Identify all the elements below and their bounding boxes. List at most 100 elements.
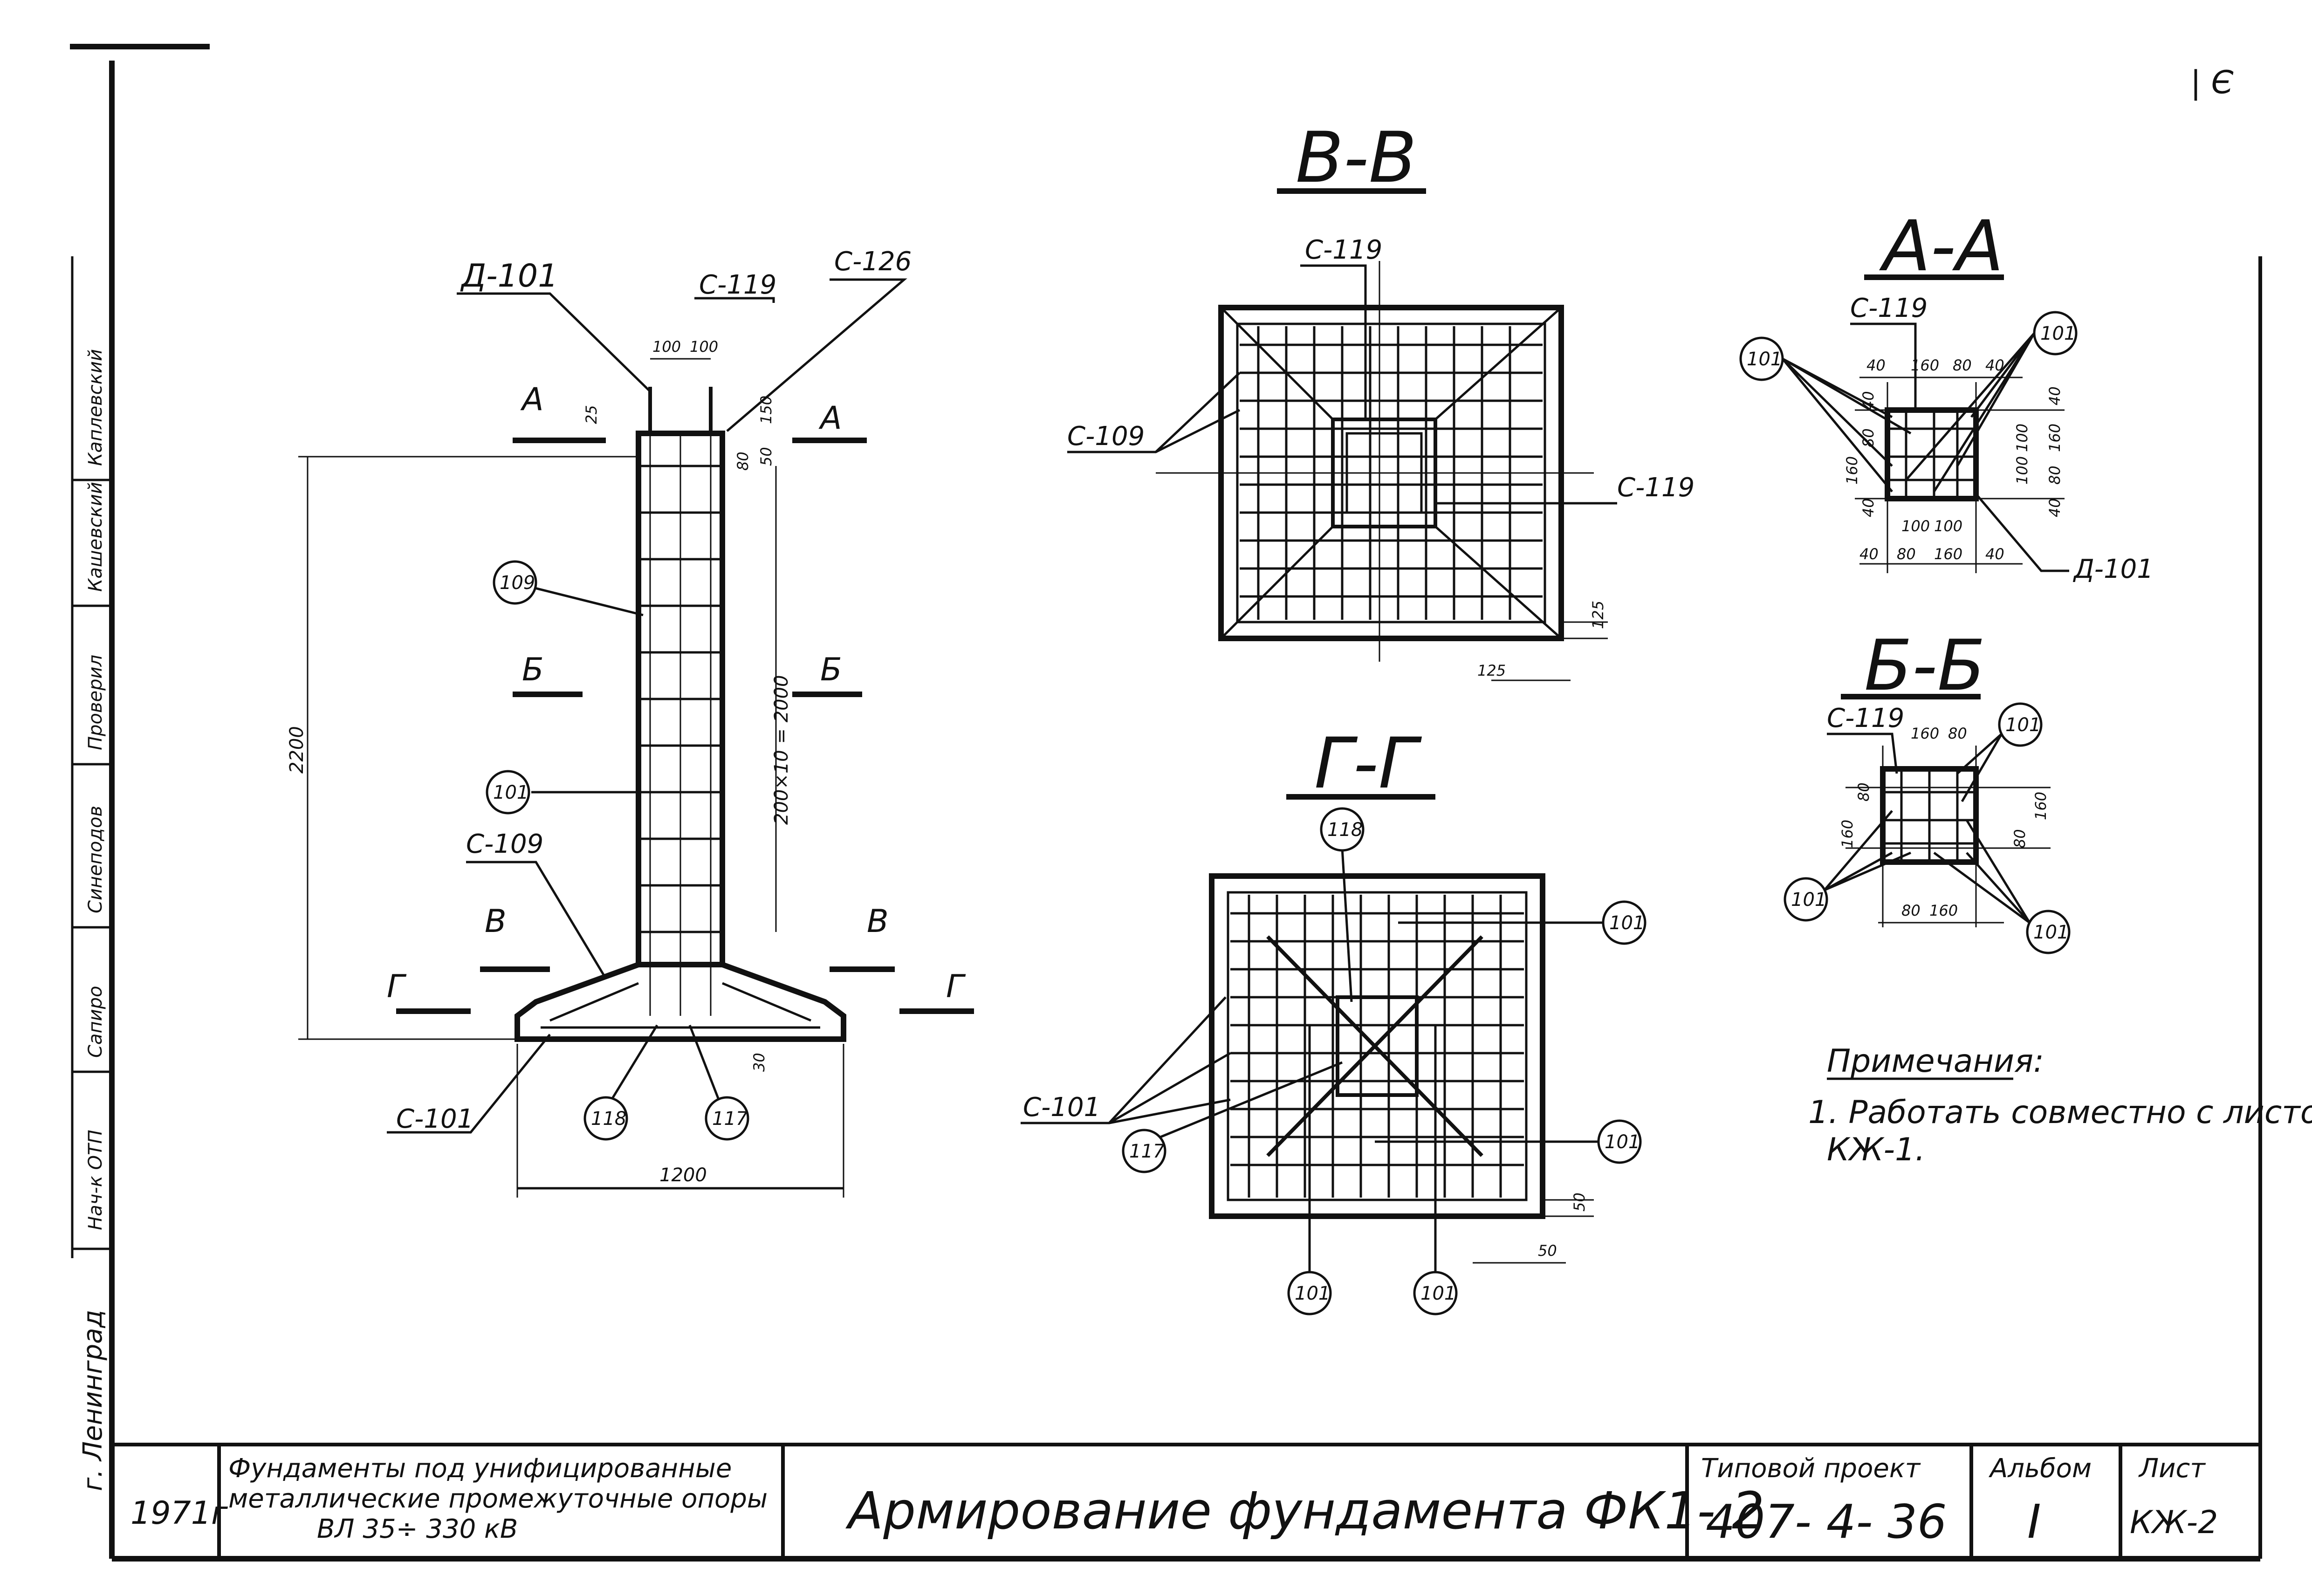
gg-bubble-118: 118	[1327, 819, 1363, 841]
cut-label-b-right: Б	[820, 651, 842, 688]
bb-bubble-101-right: 101	[2033, 922, 2069, 943]
vv-dim-125-right: 125	[1589, 601, 1607, 629]
cut-label-g-right: Г	[946, 968, 966, 1005]
aa-bottom-dim-3: 160	[1934, 545, 1962, 563]
gg-label-c101: С-101	[1023, 1092, 1100, 1123]
cut-label-b-left: Б	[522, 651, 544, 688]
column-stirrups	[638, 465, 722, 933]
cut-label-g-left: Г	[387, 968, 407, 1005]
aa-bottom-dim-1: 40	[1859, 545, 1879, 563]
bb-top-dim-2: 80	[1948, 725, 1967, 742]
album-label: Альбом	[1989, 1453, 2092, 1484]
section-aa: А-А С-119 Д-101 101 101 40 160 80 40 40 …	[1739, 206, 2154, 584]
gg-bubble-101-right-top: 101	[1609, 912, 1645, 934]
gg-dim-50-bottom: 50	[1538, 1242, 1557, 1260]
gg-dim-50-right: 50	[1571, 1192, 1588, 1212]
aa-inner-dim-2: 100	[1934, 517, 1962, 535]
cut-label-a-left: А	[520, 381, 544, 418]
gg-bubble-101-bottom-left: 101	[1295, 1283, 1330, 1304]
notes-line-1: 1. Работать совместно с листом	[1808, 1094, 2312, 1131]
bb-bottom-dim-2: 160	[1929, 902, 1958, 919]
stamp-row-1: Нач-к ОТП	[85, 1130, 106, 1230]
vv-grid	[1156, 261, 1594, 662]
title-desc-line-3: ВЛ 35÷ 330 кВ	[317, 1514, 518, 1544]
stamp-city: г. Ленинград	[78, 1310, 108, 1491]
project-label: Типовой проект	[1701, 1453, 1921, 1484]
aa-left-dim-1: 40	[1859, 391, 1877, 410]
title-year: 1971г	[130, 1495, 228, 1532]
stamp-row-2: Сапиро	[85, 986, 106, 1058]
sheet-label: Лист	[2138, 1453, 2206, 1484]
project-number: 407- 4- 36	[1706, 1494, 1947, 1549]
dim-stirrup-spacing: 200×10 = 2000	[771, 675, 792, 825]
dim-2200: 2200	[286, 726, 308, 774]
drawing-title: Армирование фундамента ФК1- 2	[845, 1481, 1764, 1541]
label-c109: С-109	[466, 829, 543, 859]
sheet-number: КЖ-2	[2130, 1504, 2218, 1541]
cut-label-v-left: В	[485, 903, 507, 940]
bubble-101: 101	[493, 782, 528, 803]
bb-bubble-101-left: 101	[1791, 889, 1826, 911]
aa-top-dim-1: 40	[1866, 356, 1886, 374]
section-title-vv: В-В	[1296, 117, 1417, 199]
aa-inner-dim-1: 100	[1901, 517, 1930, 535]
title-desc-line-2: металлические промежуточные опоры	[228, 1484, 768, 1514]
aa-bottom-dim-2: 80	[1897, 545, 1916, 563]
section-title-bb: Б-Б	[1864, 625, 1985, 706]
aa-top-dim-4: 40	[1985, 356, 2004, 374]
notes-title: Примечания:	[1827, 1043, 2044, 1080]
aa-right-dim-4: 40	[2046, 498, 2064, 517]
bubble-117: 117	[712, 1108, 748, 1130]
side-stamp: Нач-к ОТП Сапиро Синеподов Проверил Каше…	[71, 256, 112, 1491]
dim-1200: 1200	[659, 1164, 707, 1186]
dim-25: 25	[583, 405, 600, 424]
title-desc-line-1: Фундаменты под унифицированные	[228, 1453, 732, 1484]
dim-150: 150	[757, 396, 775, 424]
aa-left-dim-3: 160	[1843, 456, 1861, 485]
dim-80: 80	[734, 452, 752, 471]
vv-label-c109: С-109	[1067, 421, 1145, 452]
section-vv: В-В	[1067, 117, 1695, 681]
dim-50: 50	[757, 447, 775, 466]
stamp-row-6: Каплевский	[85, 349, 106, 466]
stamp-row-5: Кашевский	[85, 482, 106, 592]
gg-grid	[1230, 895, 1524, 1198]
vv-label-c119-right: С-119	[1617, 473, 1695, 503]
bb-bottom-dim-1: 80	[1901, 902, 1921, 919]
title-block: 1971г Фундаменты под унифицированные мет…	[130, 1445, 2218, 1559]
aa-inner-v-dim-1: 100	[2013, 424, 2031, 452]
corner-mark: | Є	[2190, 64, 2234, 101]
cut-label-v-right: В	[867, 903, 889, 940]
section-title-gg: Г-Г	[1314, 723, 1422, 804]
aa-label-d101: Д-101	[2072, 554, 2154, 584]
aa-label-c119: С-119	[1850, 293, 1928, 323]
bb-label-c119: С-119	[1827, 703, 1904, 733]
gg-bubble-101-right-bottom: 101	[1605, 1131, 1640, 1153]
bb-bubble-101-top: 101	[2005, 714, 2041, 736]
section-gg: Г-Г	[1021, 723, 1647, 1315]
label-c101: С-101	[396, 1104, 473, 1134]
aa-right-dim-1: 40	[2046, 386, 2064, 405]
aa-bubble-101-right: 101	[2040, 323, 2076, 344]
dim-30: 30	[750, 1053, 768, 1072]
aa-left-dim-2: 80	[1859, 428, 1877, 447]
label-d101: Д-101	[460, 258, 558, 295]
gg-bubble-117: 117	[1129, 1141, 1165, 1162]
section-title-aa: А-А	[1879, 206, 2003, 287]
elevation-view: А А Б Б В В Г Г Д-101 С-119 С-126 С-109 …	[286, 247, 974, 1198]
dim-100-left: 100	[652, 338, 681, 356]
aa-inner-v-dim-2: 100	[2013, 456, 2031, 485]
section-bb: Б-Б С-119 160 80 80 160 80 160 160 80 10…	[1784, 625, 2071, 954]
bb-left-dim-2: 160	[1839, 820, 1856, 848]
label-c119: С-119	[699, 270, 776, 300]
stamp-row-4: Проверил	[85, 655, 106, 750]
aa-top-dim-3: 80	[1953, 356, 1972, 374]
cut-label-a-right: А	[818, 400, 842, 437]
bubble-109: 109	[500, 572, 535, 594]
bb-right-dim-1: 160	[2032, 792, 2050, 820]
bubble-118: 118	[591, 1108, 626, 1130]
album-number: I	[2027, 1494, 2041, 1549]
dim-100-right: 100	[690, 338, 718, 356]
bb-left-dim-1: 80	[1855, 782, 1873, 801]
